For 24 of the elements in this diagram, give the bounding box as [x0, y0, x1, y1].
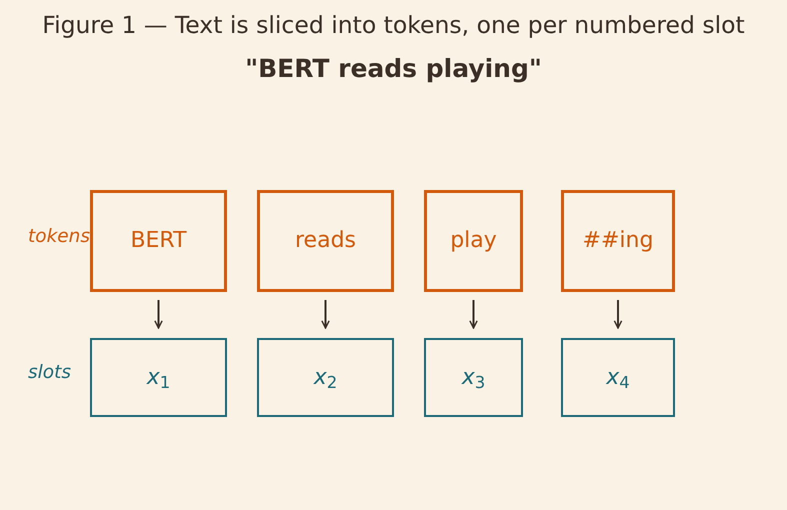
token-text: BERT — [130, 227, 187, 255]
token-text: play — [450, 227, 497, 255]
token-box — [561, 190, 675, 292]
slot-symbol: x$_{3}$ — [462, 364, 486, 392]
slot-box — [90, 338, 227, 417]
arrow — [154, 300, 163, 329]
token-text: reads — [294, 227, 356, 255]
row-label: slots — [28, 361, 71, 385]
row-label: tokens — [28, 225, 90, 249]
slot-box — [424, 338, 523, 417]
token-box — [424, 190, 523, 292]
slot-symbol: x$_{2}$ — [314, 364, 338, 392]
arrow — [321, 300, 330, 329]
token-box — [90, 190, 227, 292]
slot-box — [561, 338, 675, 417]
token-text: ##ing — [582, 227, 654, 255]
slot-symbol: x$_{4}$ — [606, 364, 630, 392]
slot-symbol: x$_{1}$ — [146, 364, 170, 392]
token-box — [257, 190, 394, 292]
subtitle: "BERT reads playing" — [244, 56, 543, 82]
figure-title: Figure 1 — Text is sliced into tokens, one per numbered slot — [41, 10, 746, 40]
arrow — [469, 300, 478, 329]
slot-box — [257, 338, 394, 417]
arrow — [614, 300, 622, 329]
